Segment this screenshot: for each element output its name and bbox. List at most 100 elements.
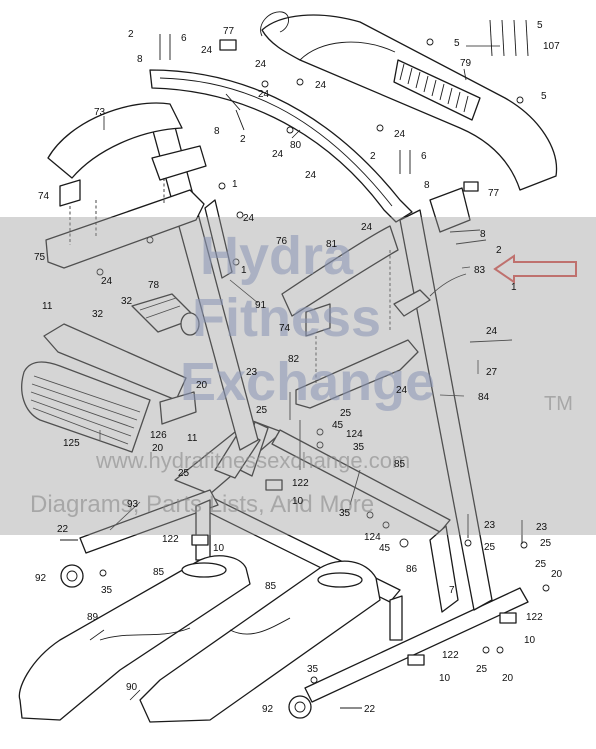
callout-92a: 92	[35, 573, 47, 584]
shroud-grille	[30, 375, 141, 445]
callout-10a: 10	[292, 496, 304, 507]
part-callouts: 2 6 77 8 24 24 24 24 5 5 5 107 79 73 8 2…	[34, 20, 563, 715]
callout-20c: 20	[551, 569, 563, 580]
callout-86: 86	[406, 564, 418, 575]
callout-125: 125	[63, 438, 80, 449]
watermark-band	[0, 217, 596, 535]
hardware	[60, 19, 550, 709]
callout-20a: 20	[196, 380, 208, 391]
callout-35c: 35	[101, 585, 113, 596]
callout-24f: 24	[305, 170, 317, 181]
callout-25g: 25	[476, 664, 488, 675]
callout-90: 90	[126, 682, 138, 693]
callout-92b: 92	[262, 704, 274, 715]
callout-25e: 25	[540, 538, 552, 549]
callout-24j: 24	[101, 276, 113, 287]
callout-122c: 122	[526, 612, 543, 623]
callout-8c: 8	[424, 180, 430, 191]
callout-22a: 22	[57, 524, 69, 535]
callout-35a: 35	[353, 442, 365, 453]
callout-20d: 20	[502, 673, 514, 684]
callout-124b: 124	[364, 532, 381, 543]
left-handrail-covers	[45, 102, 207, 269]
callout-25b: 25	[340, 408, 352, 419]
callout-25c: 25	[178, 468, 190, 479]
callout-84: 84	[478, 392, 490, 403]
callout-5b: 5	[454, 38, 460, 49]
electronics-module	[131, 273, 467, 336]
right-handrail-covers	[281, 225, 419, 409]
callout-78: 78	[148, 280, 160, 291]
callout-7: 7	[449, 585, 455, 596]
callout-89: 89	[87, 612, 99, 623]
callout-8b: 8	[214, 126, 220, 137]
callout-45b: 45	[379, 543, 391, 554]
callout-24k: 24	[486, 326, 498, 337]
callout-24d: 24	[258, 89, 270, 100]
callout-74b: 74	[279, 323, 291, 334]
callout-24g: 24	[394, 129, 406, 140]
callout-91: 91	[255, 300, 267, 311]
callout-11b: 11	[187, 433, 198, 444]
callout-6b: 6	[421, 151, 427, 162]
callout-23a: 23	[246, 367, 258, 378]
highlight-arrow-outline	[493, 254, 577, 284]
callout-23b: 23	[484, 520, 496, 531]
callout-122b: 122	[162, 534, 179, 545]
callout-2a: 2	[128, 29, 134, 40]
callout-77b: 77	[488, 188, 500, 199]
callout-32a: 32	[92, 309, 104, 320]
callout-24b: 24	[255, 59, 267, 70]
callout-25d: 25	[484, 542, 496, 553]
callout-35b: 35	[339, 508, 351, 519]
callout-5a: 5	[537, 20, 543, 31]
callout-22b: 22	[364, 704, 376, 715]
rail-covers	[18, 555, 381, 723]
callout-85b: 85	[153, 567, 165, 578]
callout-82: 82	[288, 354, 300, 365]
callout-85c: 85	[265, 581, 277, 592]
callout-5c: 5	[541, 91, 547, 102]
callout-126: 126	[150, 430, 167, 441]
callout-75: 75	[34, 252, 46, 263]
callout-81: 81	[326, 239, 338, 250]
console-housing	[260, 11, 558, 191]
watermark-tm: TM	[544, 393, 573, 415]
callout-20b: 20	[152, 443, 164, 454]
callout-45a: 45	[332, 420, 344, 431]
callout-107: 107	[543, 41, 560, 52]
watermark-tagline: Diagrams, Parts Lists, And More	[30, 491, 374, 518]
callout-1b: 1	[511, 282, 517, 293]
callout-24c: 24	[315, 80, 327, 91]
callout-74a: 74	[38, 191, 50, 202]
callout-10d: 10	[439, 673, 451, 684]
callout-73: 73	[94, 107, 106, 118]
watermark-line2: Fitness	[192, 288, 381, 348]
callout-25a: 25	[256, 405, 268, 416]
callout-10c: 10	[524, 635, 536, 646]
callout-77a: 77	[223, 26, 235, 37]
callout-93: 93	[127, 499, 139, 510]
callout-80: 80	[290, 140, 302, 151]
callout-2d: 2	[496, 245, 502, 256]
callout-124a: 124	[346, 429, 363, 440]
callout-6a: 6	[181, 33, 187, 44]
front-shroud	[21, 323, 197, 453]
callout-85a: 85	[394, 459, 406, 470]
callout-2c: 2	[370, 151, 376, 162]
callout-24h: 24	[243, 213, 255, 224]
handlebar-frame	[149, 69, 413, 223]
callout-27: 27	[486, 367, 498, 378]
watermark-line1: Hydra	[200, 226, 354, 286]
callout-8a: 8	[137, 54, 143, 65]
callout-1a: 1	[232, 179, 238, 190]
callout-24l: 24	[396, 385, 408, 396]
callout-8d: 8	[480, 229, 486, 240]
callout-122d: 122	[442, 650, 459, 661]
callout-24i: 24	[361, 222, 373, 233]
callout-1c: 1	[241, 265, 247, 276]
callout-11a: 11	[42, 301, 53, 312]
callout-2b: 2	[240, 134, 246, 145]
highlight-arrow	[493, 254, 577, 284]
callout-76: 76	[276, 236, 288, 247]
